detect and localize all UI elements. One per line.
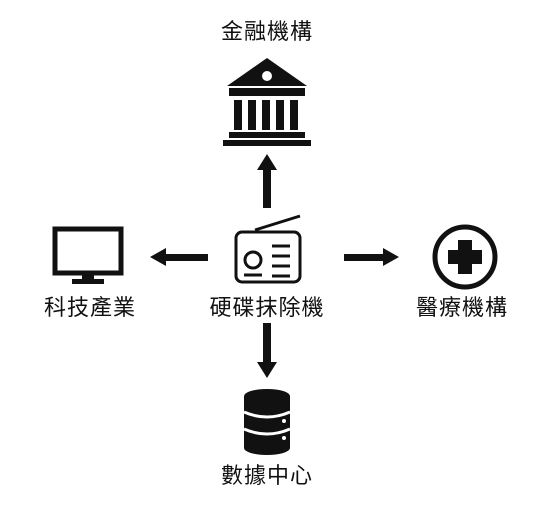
arrow-right: [344, 248, 399, 266]
node-label-top: 金融機構: [220, 20, 313, 45]
arrow-left: [150, 248, 208, 266]
database-icon: [243, 389, 291, 455]
node-label-bottom: 數據中心: [220, 464, 313, 489]
node-label-right: 醫療機構: [415, 296, 508, 321]
node-label-left: 科技產業: [43, 296, 136, 321]
node-label-center: 硬碟抹除機: [209, 296, 325, 321]
radio-icon: [234, 214, 302, 284]
bank-building-icon: [223, 58, 311, 146]
arrow-down: [257, 323, 277, 378]
arrow-up: [257, 154, 277, 208]
monitor-icon: [52, 226, 124, 284]
medical-cross-icon: [432, 224, 498, 290]
